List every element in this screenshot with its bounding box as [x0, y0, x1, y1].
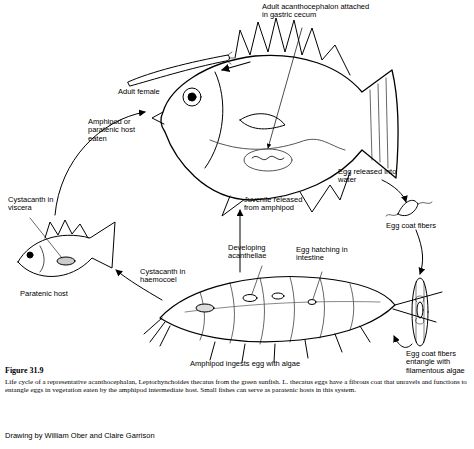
sunfish-mouth [152, 112, 164, 124]
stage-label: Cystacanth in haemocoel [140, 268, 198, 285]
sunfish-pupil [188, 93, 196, 101]
cycle-arrow [240, 210, 241, 272]
stage-label: Egg released into water [338, 168, 398, 185]
leader-line [313, 272, 322, 299]
stage-label: Paratenic host [20, 290, 70, 298]
figure-title: Figure 31.9 [5, 366, 205, 375]
cystacanth [196, 304, 214, 312]
entangled-egg [417, 302, 423, 318]
stage-label: Egg coat fibers [386, 222, 446, 230]
hatching-egg [308, 300, 316, 305]
egg [398, 200, 418, 215]
figure-caption: Life cycle of a representative acanthoce… [5, 378, 469, 395]
leader-line [252, 266, 262, 294]
amphipod-gut [185, 302, 380, 312]
algae-filaments [416, 282, 424, 342]
stage-label: Amphipod or paratenic host eaten [88, 118, 143, 143]
attached-worm [252, 156, 284, 159]
amphipod-body [160, 277, 395, 342]
amphipod-uropods [144, 318, 170, 346]
cycle-arrow [55, 112, 145, 215]
cystacanth [57, 257, 75, 265]
amphipod-legs [210, 326, 370, 362]
stage-label: Amphipod ingests egg with algae [190, 360, 350, 368]
stage-label: Egg hatching in intestine [296, 246, 358, 263]
sunfish-tail-rays [370, 78, 388, 168]
amphipod-antennae [393, 292, 442, 322]
sunfish-eye [183, 88, 201, 106]
entangled-fibers [415, 296, 424, 324]
paratenic-fish-gill [40, 246, 44, 272]
acanthella [272, 293, 284, 299]
paratenic-fish-eye [27, 252, 33, 258]
sunfish-pectoral-fin [240, 114, 285, 129]
proboscis-hooks [227, 52, 234, 64]
stage-label: Cystacanth in viscera [8, 196, 60, 213]
acanthella [243, 295, 257, 302]
filamentous-algae [412, 278, 428, 346]
cycle-arrow [382, 180, 406, 202]
gastric-cecum [244, 149, 292, 171]
egg-coat-fibers [386, 202, 432, 216]
cycle-arrow [394, 336, 412, 348]
credit-note: Drawing by William Ober and Claire Garri… [5, 432, 265, 440]
sunfish-pelvic-fin [222, 196, 245, 216]
sunfish-gill-cover [205, 72, 223, 168]
stage-label: Adult female [118, 88, 178, 96]
cycle-arrow [416, 230, 423, 274]
leader-line [268, 28, 302, 148]
adult-female-worm [128, 55, 229, 86]
amphipod-segments [200, 277, 354, 344]
cycle-arrow [222, 62, 250, 70]
paratenic-fish-body [18, 222, 115, 277]
stage-label: Juvenile released from amphipod [244, 196, 304, 213]
paratenic-fish-fin [45, 220, 88, 238]
stage-label: Adult acanthocephalon attached in gastri… [262, 3, 370, 20]
stage-label: Egg coat fibers entangle with filamentou… [406, 350, 472, 375]
sunfish-gut [210, 139, 345, 150]
sunfish-body [161, 55, 398, 200]
stage-label: Developing acanthellae [228, 244, 290, 261]
leader-line [30, 218, 62, 258]
sunfish-dorsal-fin [235, 18, 350, 75]
